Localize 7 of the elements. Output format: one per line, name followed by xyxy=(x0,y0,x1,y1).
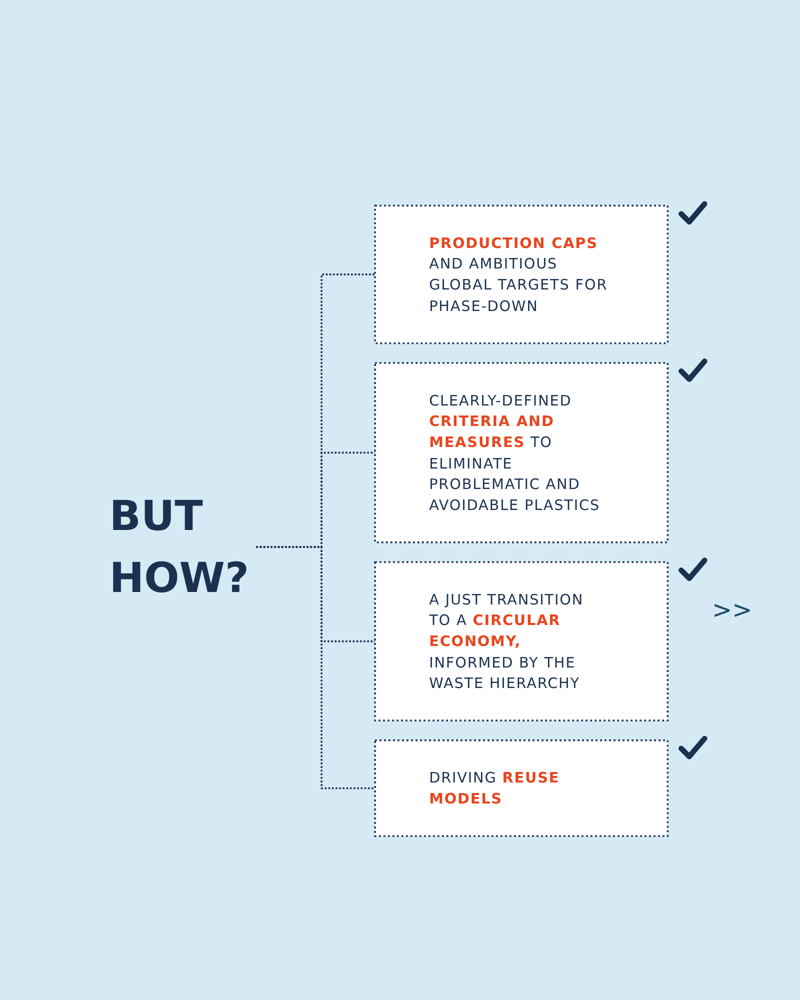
connector xyxy=(256,546,376,790)
next-indicator: >> xyxy=(712,598,752,622)
node-text: BUT HOW? xyxy=(109,491,250,602)
node-box: DRIVING REUSE MODELS xyxy=(374,739,669,838)
node-box: PRODUCTION CAPS AND AMBITIOUS GLOBAL TARGETS FOR PHASE-DOWN xyxy=(374,204,669,344)
node-box: CLEARLY-DEFINED CRITERIA AND MEASURES TO ELIMINATE PROBLEMATIC AND AVOIDABLE PLASTICS xyxy=(374,362,669,544)
node-box: A JUST TRANSITION TO A CIRCULAR ECONOMY, INFORMED BY THE WASTE HIERARCHY xyxy=(374,561,669,722)
